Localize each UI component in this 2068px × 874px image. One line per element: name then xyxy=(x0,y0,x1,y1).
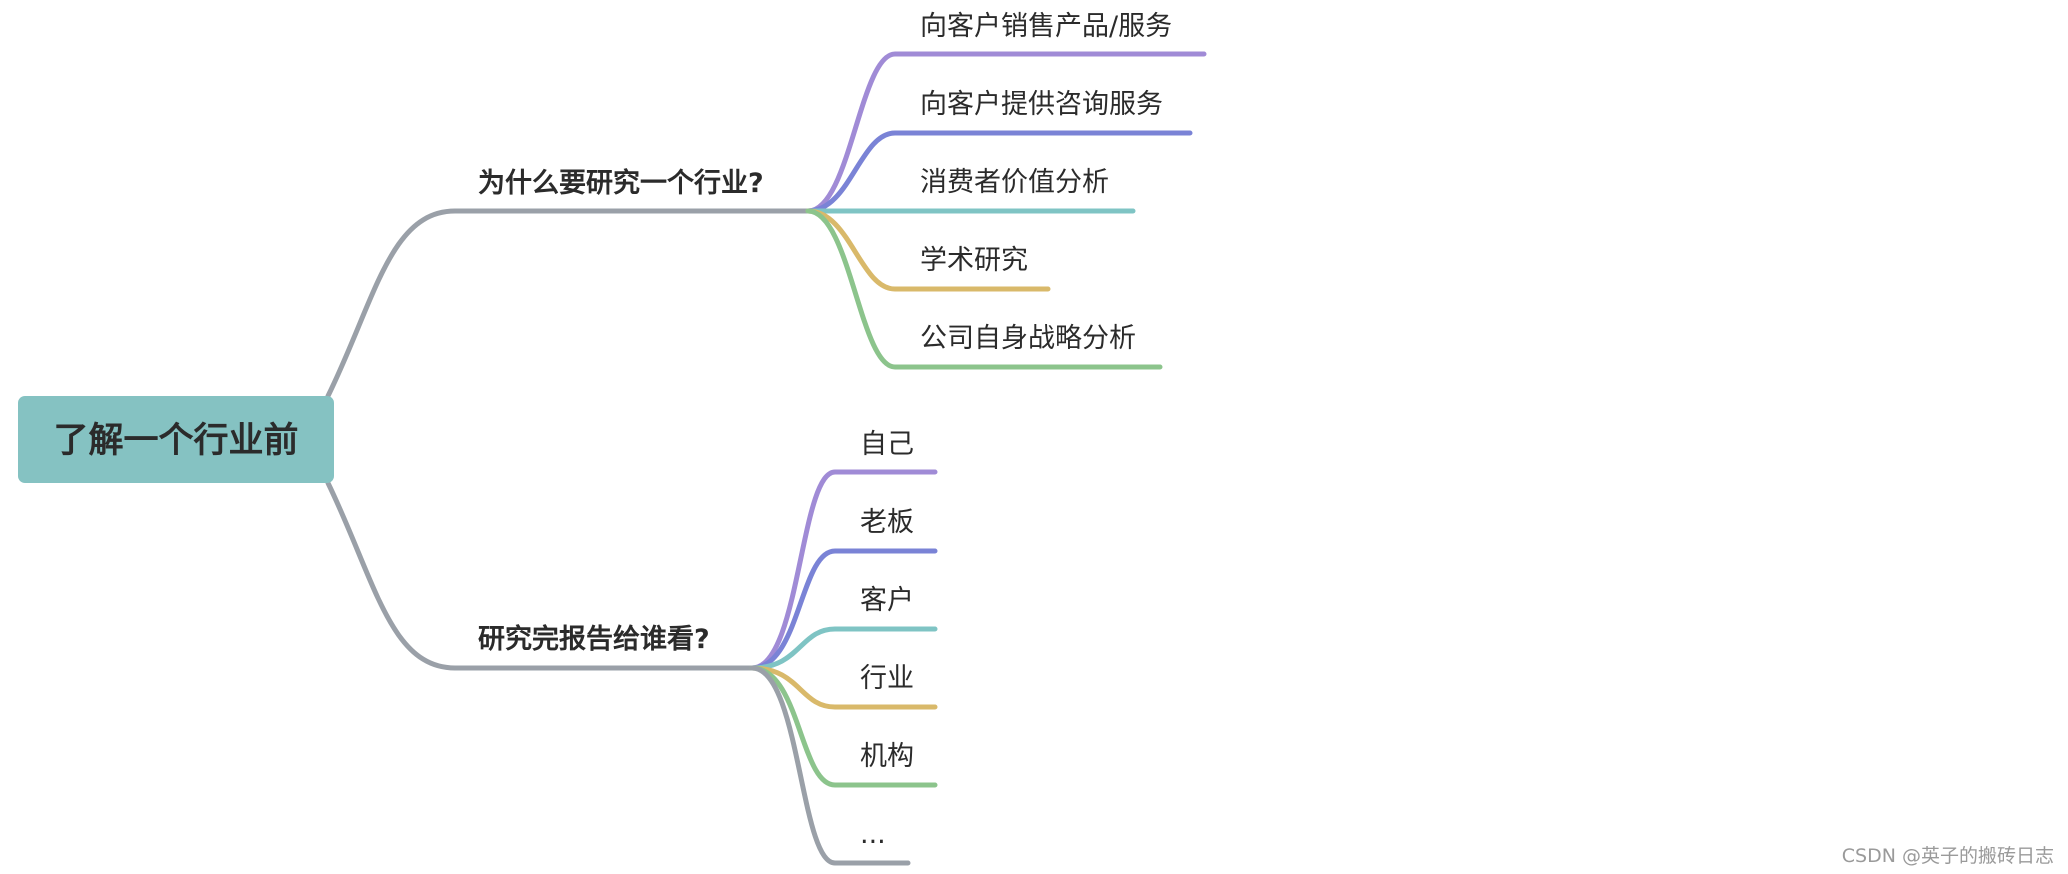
watermark: CSDN @英子的搬砖日志 xyxy=(1842,845,2054,867)
connector-why-4 xyxy=(805,208,1163,370)
branch-node-audience[interactable]: 研究完报告给谁看? xyxy=(478,623,710,655)
connector-audience-1 xyxy=(749,548,938,671)
leaf-strategy[interactable]: 公司自身战略分析 xyxy=(920,323,1136,354)
connector-root-why xyxy=(325,208,811,399)
connector-why-0 xyxy=(805,51,1207,214)
connector-audience-4 xyxy=(749,665,938,788)
leaf-consulting[interactable]: 向客户提供咨询服务 xyxy=(920,89,1163,120)
leaf-institution[interactable]: 机构 xyxy=(860,741,914,772)
leaf-sell-products[interactable]: 向客户销售产品/服务 xyxy=(920,11,1172,42)
leaf-client[interactable]: 客户 xyxy=(860,585,914,616)
leaf-academic[interactable]: 学术研究 xyxy=(920,245,1028,276)
root-node[interactable]: 了解一个行业前 xyxy=(18,396,334,483)
leaf-self[interactable]: 自己 xyxy=(860,429,914,460)
leaf-nodes-audience: 自己 老板 客户 行业 机构 ... xyxy=(860,429,914,850)
leaf-consumer-value[interactable]: 消费者价值分析 xyxy=(920,167,1109,198)
branch-label-why: 为什么要研究一个行业? xyxy=(478,167,764,199)
leaf-nodes-why: 向客户销售产品/服务 向客户提供咨询服务 消费者价值分析 学术研究 公司自身战略… xyxy=(920,11,1172,354)
leaf-boss[interactable]: 老板 xyxy=(860,507,914,538)
connector-audience-2 xyxy=(749,626,938,671)
connector-audience-0 xyxy=(749,469,938,671)
leaf-industry[interactable]: 行业 xyxy=(860,663,914,694)
connector-audience-5 xyxy=(749,665,911,866)
connectors xyxy=(325,51,1207,866)
root-node-label: 了解一个行业前 xyxy=(53,421,298,461)
connector-why-1 xyxy=(805,130,1193,214)
connector-audience-3 xyxy=(749,665,938,710)
root-node-box xyxy=(18,396,334,483)
branch-label-audience: 研究完报告给谁看? xyxy=(478,623,710,655)
branch-node-why[interactable]: 为什么要研究一个行业? xyxy=(478,167,764,199)
leaf-etc[interactable]: ... xyxy=(860,819,886,850)
connector-root-audience xyxy=(325,480,755,671)
